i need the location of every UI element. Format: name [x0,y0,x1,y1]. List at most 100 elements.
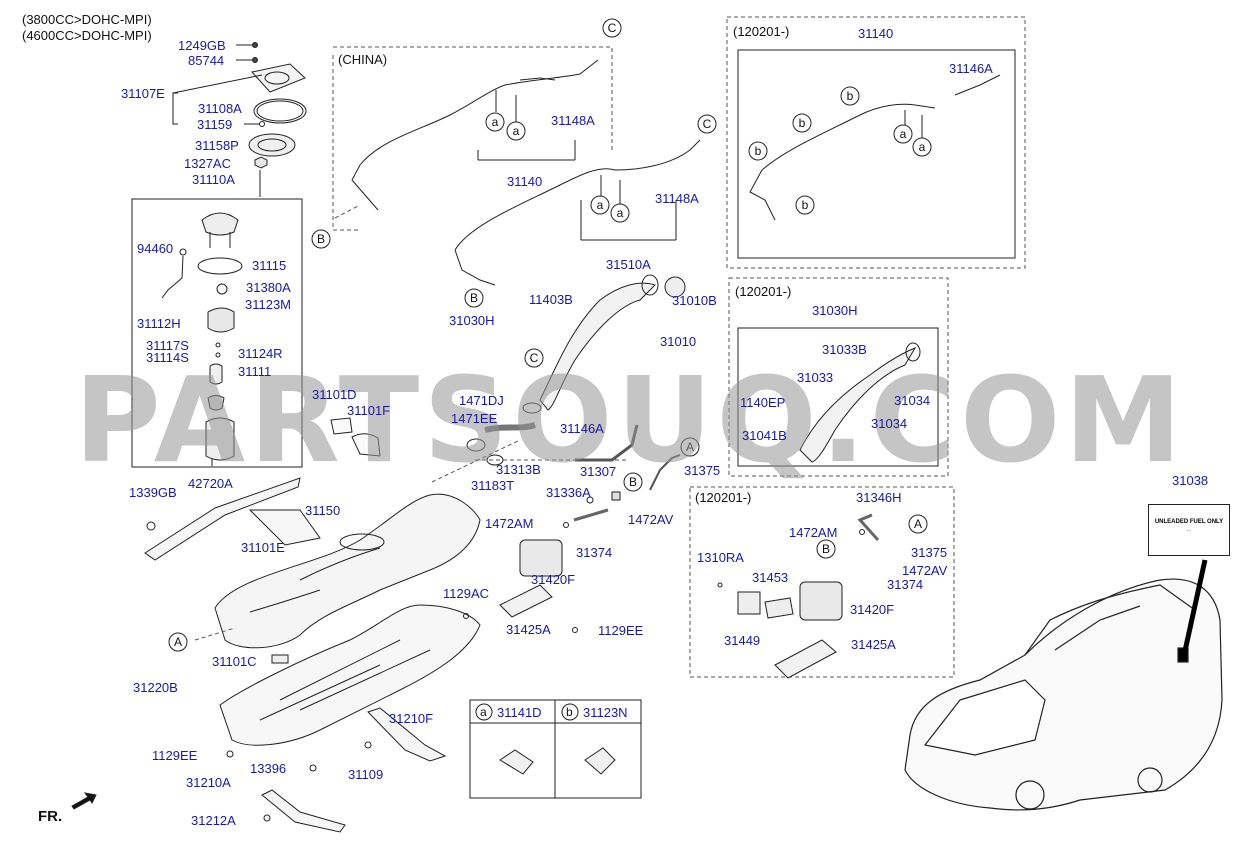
part-31101D[interactable]: 31101D [312,387,357,402]
part-31375[interactable]: 31375 [684,463,721,478]
part-11403B[interactable]: 11403B [529,292,573,307]
part-31123M[interactable]: 31123M [245,297,292,312]
part-1129AC[interactable]: 1129AC [443,586,490,601]
callout-a-4: a [617,206,624,220]
callout-B-2: B [470,291,478,305]
engine-variant-1: (3800CC>DOHC-MPI) [22,12,152,27]
part-31124R[interactable]: 31124R [238,346,283,361]
part-31109[interactable]: 31109 [348,767,384,782]
part-31107E[interactable]: 31107E [121,86,165,101]
part-31033B[interactable]: 31033B [822,342,867,357]
callout-C-3: C [530,351,539,365]
callout-A-2: A [174,635,182,649]
part-1471DJ[interactable]: 1471DJ [459,393,504,408]
part-31110A[interactable]: 31110A [192,172,235,187]
part-31101F[interactable]: 31101F [347,403,391,418]
callout-a-6: a [919,140,926,154]
fuel-label-card: UNLEADED FUEL ONLY ... [1148,504,1230,556]
callout-C-1: C [608,21,617,35]
part-31210F[interactable]: 31210F [389,711,434,726]
part-31158P[interactable]: 31158P [195,138,239,153]
part-31101C[interactable]: 31101C [212,654,257,669]
part-31030H[interactable]: 31030H [449,313,495,328]
part-42720A[interactable]: 42720A [188,476,233,491]
part-31425A-2012[interactable]: 31425A [851,637,896,652]
part-31117S[interactable]: 31117S [146,338,189,353]
engine-variant-2: (4600CC>DOHC-MPI) [22,28,152,43]
part-31336A[interactable]: 31336A [546,485,591,500]
callout-b-4: b [802,198,809,212]
fuel-tank [144,477,481,833]
part-31449[interactable]: 31449 [724,633,761,648]
part-31425A[interactable]: 31425A [506,622,551,637]
part-31220B[interactable]: 31220B [133,680,178,695]
part-31212A[interactable]: 31212A [191,813,236,828]
part-31030H-2012[interactable]: 31030H [812,303,858,318]
group-label-china: (CHINA) [338,52,388,67]
part-31453[interactable]: 31453 [752,570,789,585]
callout-b-1: b [755,144,762,158]
part-1327AC[interactable]: 1327AC [184,156,231,171]
callout-b-2: b [799,116,806,130]
part-31148A-china[interactable]: 31148A [551,113,595,128]
part-31150[interactable]: 31150 [305,503,341,518]
part-1249GB[interactable]: 1249GB [178,38,226,53]
part-1129EE-tank[interactable]: 1129EE [152,748,198,763]
fuel-sender-group [131,42,307,468]
group-label-date-1: (120201-) [733,24,790,39]
part-94460[interactable]: 94460 [137,241,174,256]
legend-b-part[interactable]: 31123N [583,705,628,720]
part-85744[interactable]: 85744 [188,53,225,68]
part-31114S[interactable]: 31114S [146,350,189,365]
part-1310RA[interactable]: 1310RA [697,550,744,565]
part-31146A-2012[interactable]: 31146A [949,61,993,76]
part-31148A[interactable]: 31148A [655,191,699,206]
part-31375-2012[interactable]: 31375 [911,545,948,560]
part-31010B[interactable]: 31010B [672,293,717,308]
part-1472AV-2012[interactable]: 1472AV [902,563,948,578]
part-31374[interactable]: 31374 [576,545,613,560]
part-31033[interactable]: 31033 [797,370,834,385]
part-31140[interactable]: 31140 [858,26,894,41]
part-31420F[interactable]: 31420F [531,572,576,587]
part-1471EE[interactable]: 1471EE [451,411,498,426]
part-31041B[interactable]: 31041B [742,428,787,443]
part-31307[interactable]: 31307 [580,464,617,479]
part-31313B[interactable]: 31313B [496,462,541,477]
part-31510A[interactable]: 31510A [606,257,651,272]
part-31010[interactable]: 31010 [660,334,697,349]
part-1472AM-2012[interactable]: 1472AM [789,525,838,540]
part-31112H[interactable]: 31112H [137,316,181,331]
fuel-label-line-1: UNLEADED FUEL ONLY [1154,519,1224,525]
callout-A-3: A [914,517,922,531]
part-31140-china[interactable]: 31140 [507,174,543,189]
part-31159[interactable]: 31159 [197,117,233,132]
part-31101E[interactable]: 31101E [241,540,285,555]
part-31183T[interactable]: 31183T [471,478,515,493]
part-31374-2012[interactable]: 31374 [887,577,924,592]
part-1472AV[interactable]: 1472AV [628,512,674,527]
part-31420F-2012[interactable]: 31420F [850,602,895,617]
part-31210A[interactable]: 31210A [186,775,231,790]
part-31038[interactable]: 31038 [1172,473,1209,488]
canister-center [463,491,621,633]
part-31108A[interactable]: 31108A [198,101,242,116]
callout-B-3: B [629,475,637,489]
part-13396[interactable]: 13396 [250,761,287,776]
part-31146A[interactable]: 31146A [560,421,604,436]
part-31034-upper[interactable]: 31034 [894,393,931,408]
legend-a-part[interactable]: 31141D [497,705,542,720]
callout-B-1: B [317,232,325,246]
part-31034-lower[interactable]: 31034 [871,416,908,431]
callout-C-2: C [703,117,712,131]
part-31115[interactable]: 31115 [252,258,287,273]
direction-label: FR. [38,808,63,825]
part-31380A[interactable]: 31380A [246,280,291,295]
part-1472AM[interactable]: 1472AM [485,516,534,531]
part-31111[interactable]: 31111 [238,364,272,379]
part-1339GB[interactable]: 1339GB [129,485,177,500]
part-31346H[interactable]: 31346H [856,490,902,505]
part-1140EP[interactable]: 1140EP [740,395,786,410]
callout-circles [168,18,932,721]
part-1129EE[interactable]: 1129EE [598,623,644,638]
